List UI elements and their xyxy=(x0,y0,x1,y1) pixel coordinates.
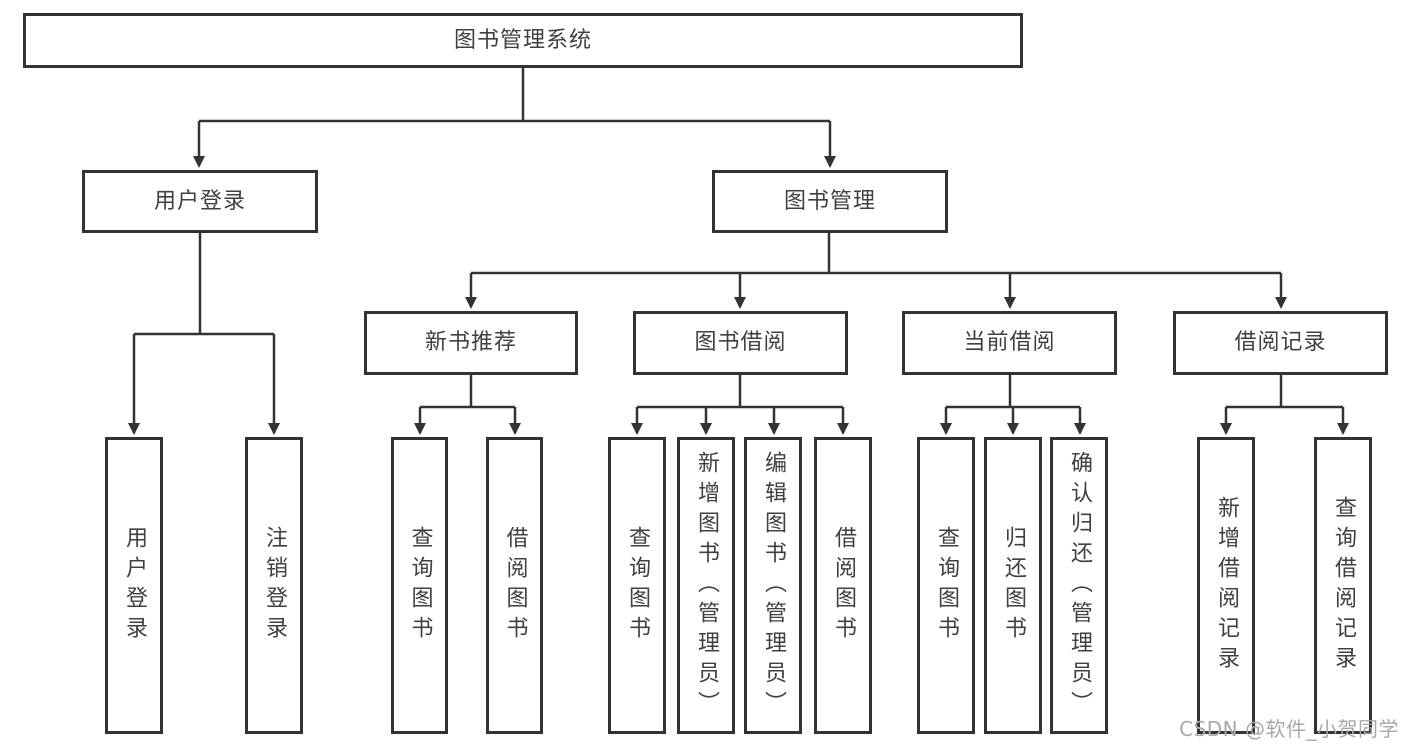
node-label: 用户登录 xyxy=(122,525,147,646)
leaf-confirm-return-admin: 确认归还（管理员） xyxy=(1050,437,1108,734)
node-label: 查询借阅记录 xyxy=(1331,495,1356,676)
node-label: 编辑图书（管理员） xyxy=(761,450,786,721)
node-label: 当前借阅 xyxy=(963,330,1056,355)
node-label: 图书管理 xyxy=(783,188,876,214)
node-borrowing-records: 借阅记录 xyxy=(1173,311,1388,375)
leaf-query-books-2: 查询图书 xyxy=(608,437,666,734)
leaf-edit-books-admin: 编辑图书（管理员） xyxy=(744,437,802,734)
leaf-add-books-admin: 新增图书（管理员） xyxy=(677,437,735,734)
node-book-management: 图书管理 xyxy=(712,170,948,233)
leaf-query-books-1: 查询图书 xyxy=(391,437,448,734)
leaf-query-borrow-record: 查询借阅记录 xyxy=(1314,437,1372,734)
leaf-add-borrow-record: 新增借阅记录 xyxy=(1197,437,1255,734)
leaf-query-books-3: 查询图书 xyxy=(917,437,975,734)
node-label: 新书推荐 xyxy=(424,330,517,355)
leaf-return-books: 归还图书 xyxy=(984,437,1042,734)
node-label: 查询图书 xyxy=(407,525,433,646)
node-label: 新增图书（管理员） xyxy=(694,450,719,721)
leaf-user-login: 用户登录 xyxy=(105,437,163,734)
node-label: 图书管理系统 xyxy=(453,27,592,53)
node-label: 注销登录 xyxy=(262,525,287,646)
leaf-borrow-books-1: 借阅图书 xyxy=(486,437,543,734)
node-current-borrowing: 当前借阅 xyxy=(902,311,1117,375)
node-label: 借阅图书 xyxy=(502,525,528,646)
node-new-book-recommend: 新书推荐 xyxy=(364,311,578,375)
node-label: 查询图书 xyxy=(625,525,650,646)
node-label: 借阅记录 xyxy=(1234,330,1327,355)
node-label: 图书借阅 xyxy=(694,330,787,355)
leaf-logout: 注销登录 xyxy=(245,437,303,734)
node-label: 查询图书 xyxy=(934,525,959,646)
node-library-management-system: 图书管理系统 xyxy=(23,13,1023,68)
leaf-borrow-books-2: 借阅图书 xyxy=(814,437,872,734)
node-book-borrowing: 图书借阅 xyxy=(633,311,848,375)
csdn-watermark: CSDN @软件_小贺同学 xyxy=(1179,717,1399,741)
node-label: 确认归还（管理员） xyxy=(1067,450,1092,721)
node-user-login: 用户登录 xyxy=(82,170,318,233)
node-label: 用户登录 xyxy=(153,188,246,214)
node-label: 借阅图书 xyxy=(831,525,856,646)
node-label: 归还图书 xyxy=(1001,525,1026,646)
node-label: 新增借阅记录 xyxy=(1214,495,1239,676)
